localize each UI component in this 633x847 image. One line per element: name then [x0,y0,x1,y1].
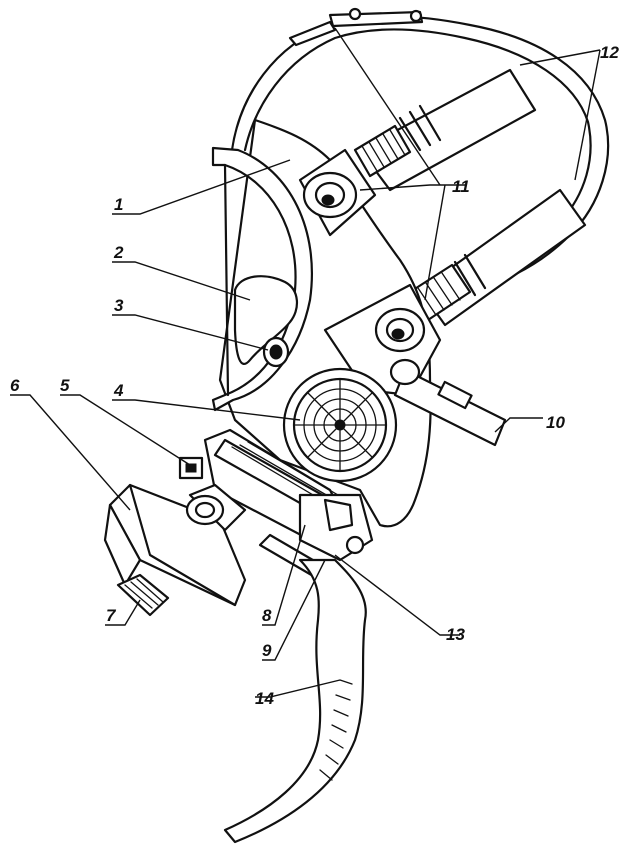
label-9: 9 [262,641,272,660]
filter-canister [103,483,247,617]
upper-buckle [302,171,358,219]
leaders [10,27,601,698]
label-14: 14 [255,689,274,708]
label-13: 13 [446,625,465,644]
label-5: 5 [60,376,70,395]
label-1: 1 [114,195,123,214]
upper-strap [353,68,537,192]
label-8: 8 [262,606,272,625]
chin-strap [389,358,507,447]
label-12: 12 [600,43,619,62]
label-6: 6 [10,376,20,395]
callout-labels: 1 2 3 4 5 6 7 8 9 10 11 12 13 14 [10,43,619,708]
label-10: 10 [546,413,565,432]
speech-membrane [282,367,398,483]
corrugated-hose [223,558,367,844]
label-7: 7 [106,606,117,625]
eyepiece [211,146,313,412]
label-3: 3 [114,296,124,315]
lower-buckle [374,307,426,353]
label-11: 11 [452,177,470,196]
label-2: 2 [113,243,124,262]
label-4: 4 [113,381,124,400]
lower-strap [408,188,587,327]
